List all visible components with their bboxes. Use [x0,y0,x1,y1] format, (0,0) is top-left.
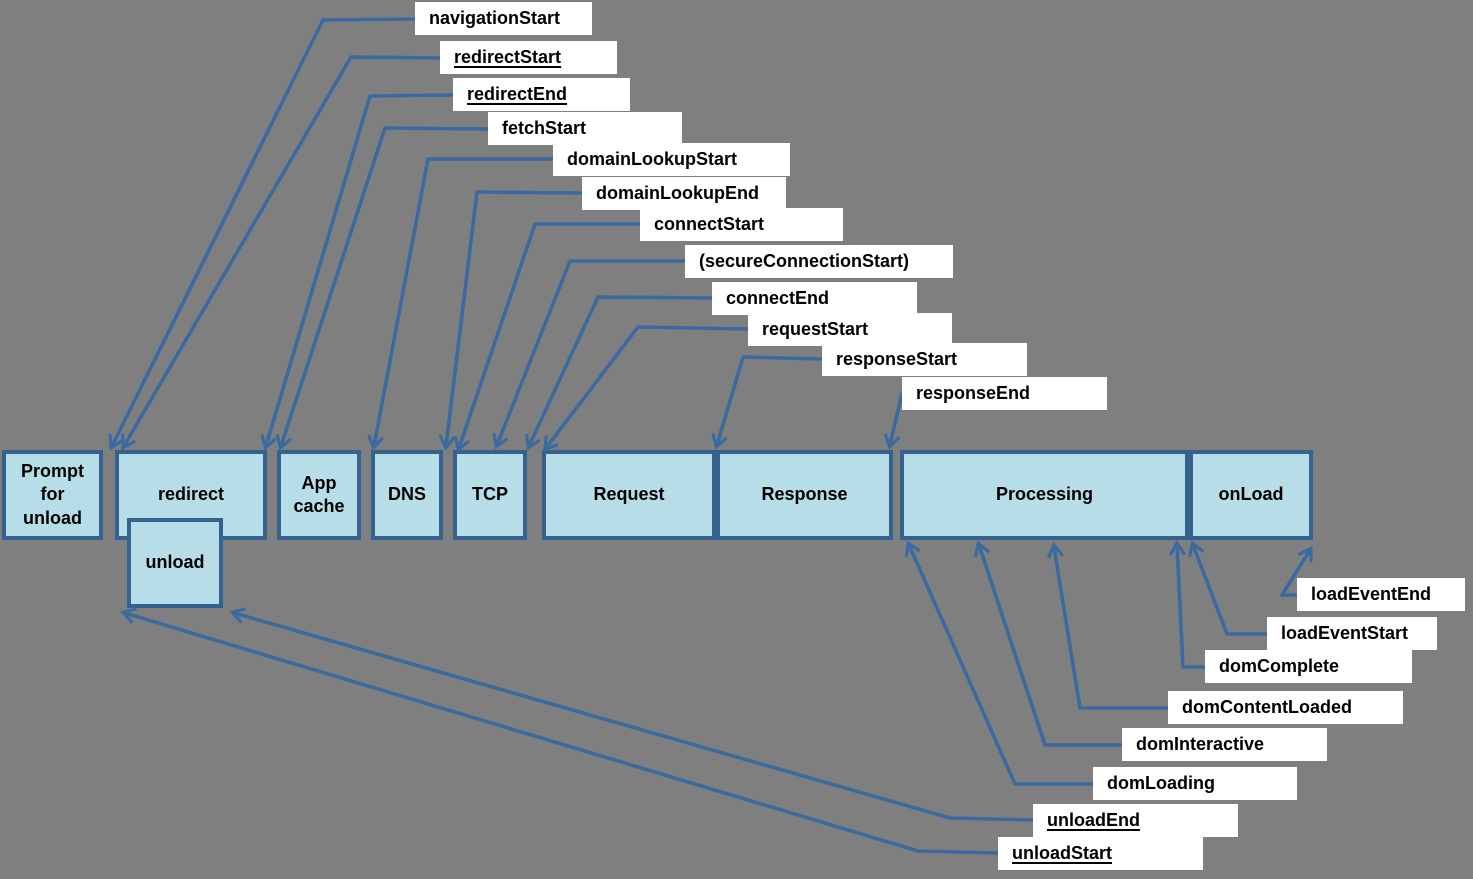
timeline-box-label: onLoad [1218,484,1284,505]
event-label-responseEnd: responseEnd [902,377,1107,410]
domComplete-connector-arrow [1177,545,1205,669]
timeline-box-label: Response [761,484,848,505]
event-label-unloadEnd: unloadEnd [1033,804,1238,837]
timeline-box-label: Processing [995,484,1094,505]
secureConnectionStart-connector-arrow [497,259,685,445]
event-label-unloadStart: unloadStart [998,837,1203,870]
requestStart-connector-arrow [546,325,749,448]
domInteractive-connector-arrow [979,545,1122,747]
unloadStart-connector-arrow [125,613,999,855]
timeline-box-processing: Processing [900,450,1189,540]
timeline-box-app-cache: App cache [277,450,361,540]
timeline-box-label: App cache [293,472,345,516]
event-label-text: redirectEnd [467,84,568,104]
event-label-connectEnd: connectEnd [712,282,917,315]
event-label-text: requestStart [762,319,869,339]
event-label-loadEventStart: loadEventStart [1267,617,1437,650]
event-label-text: domainLookupStart [567,149,737,169]
domContentLoaded-connector-arrow [1054,547,1168,710]
event-label-text: unloadEnd [1047,810,1140,830]
timeline-box-label: unload [145,552,205,573]
responseStart-connector-arrow [717,355,823,445]
event-label-domInteractive: domInteractive [1122,728,1327,761]
timeline-box-unload: unload [127,518,223,608]
event-label-responseStart: responseStart [822,343,1027,376]
event-label-text: loadEventStart [1281,623,1409,643]
event-label-domainLookupEnd: domainLookupEnd [582,177,786,210]
redirectStart-connector-arrow [124,55,441,446]
fetchStart-connector-arrow [281,126,489,446]
timeline-box-request: Request [542,450,716,540]
event-label-secureConnectionStart: (secureConnectionStart) [685,245,953,278]
event-label-text: loadEventEnd [1311,584,1432,604]
event-label-redirectEnd: redirectEnd [453,78,630,111]
event-label-text: domInteractive [1136,734,1265,754]
domainLookupStart-connector-arrow [374,157,553,446]
event-label-connectStart: connectStart [640,208,843,241]
domainLookupEnd-connector-arrow [446,190,583,446]
navigationStart-connector-arrow [112,17,416,446]
responseEnd-connector-arrow [890,392,904,445]
event-label-text: redirectStart [454,47,562,67]
event-label-text: domComplete [1219,656,1340,676]
event-label-domLoading: domLoading [1093,767,1297,800]
connectStart-connector-arrow [459,222,640,448]
event-label-text: domContentLoaded [1182,697,1352,717]
loadEventStart-connector-arrow [1193,545,1267,636]
event-label-requestStart: requestStart [748,313,952,346]
timeline-box-onload: onLoad [1189,450,1313,540]
event-label-domainLookupStart: domainLookupStart [553,143,790,176]
event-label-text: domLoading [1107,773,1215,793]
event-label-text: domainLookupEnd [596,183,759,203]
event-label-loadEventEnd: loadEventEnd [1297,578,1465,611]
event-label-text: responseEnd [916,383,1031,403]
timeline-box-label: Prompt for unload [21,461,84,528]
connectEnd-connector-arrow [529,295,713,446]
domLoading-connector-arrow [909,545,1093,786]
timeline-box-label: TCP [472,484,508,505]
event-label-text: (secureConnectionStart) [699,251,910,271]
event-label-navigationStart: navigationStart [415,2,592,35]
event-label-text: connectStart [654,214,765,234]
redirectEnd-connector-arrow [266,93,454,446]
timeline-box-tcp: TCP [453,450,527,540]
event-label-domComplete: domComplete [1205,650,1412,683]
timeline-box-label: Request [593,484,665,505]
event-label-text: responseStart [836,349,958,369]
event-label-domContentLoaded: domContentLoaded [1168,691,1403,724]
event-label-redirectStart: redirectStart [440,41,617,74]
timeline-box-label: redirect [157,484,225,505]
event-label-text: connectEnd [726,288,830,308]
timeline-box-prompt-for-unload: Prompt for unload [2,450,103,540]
unloadEnd-connector-arrow [234,613,1034,822]
timeline-box-dns: DNS [371,450,443,540]
event-label-fetchStart: fetchStart [488,112,682,145]
event-label-text: unloadStart [1012,843,1113,863]
timeline-box-response: Response [716,450,893,540]
event-label-text: navigationStart [429,8,561,28]
event-label-text: fetchStart [502,118,587,138]
timeline-box-label: DNS [387,484,426,505]
